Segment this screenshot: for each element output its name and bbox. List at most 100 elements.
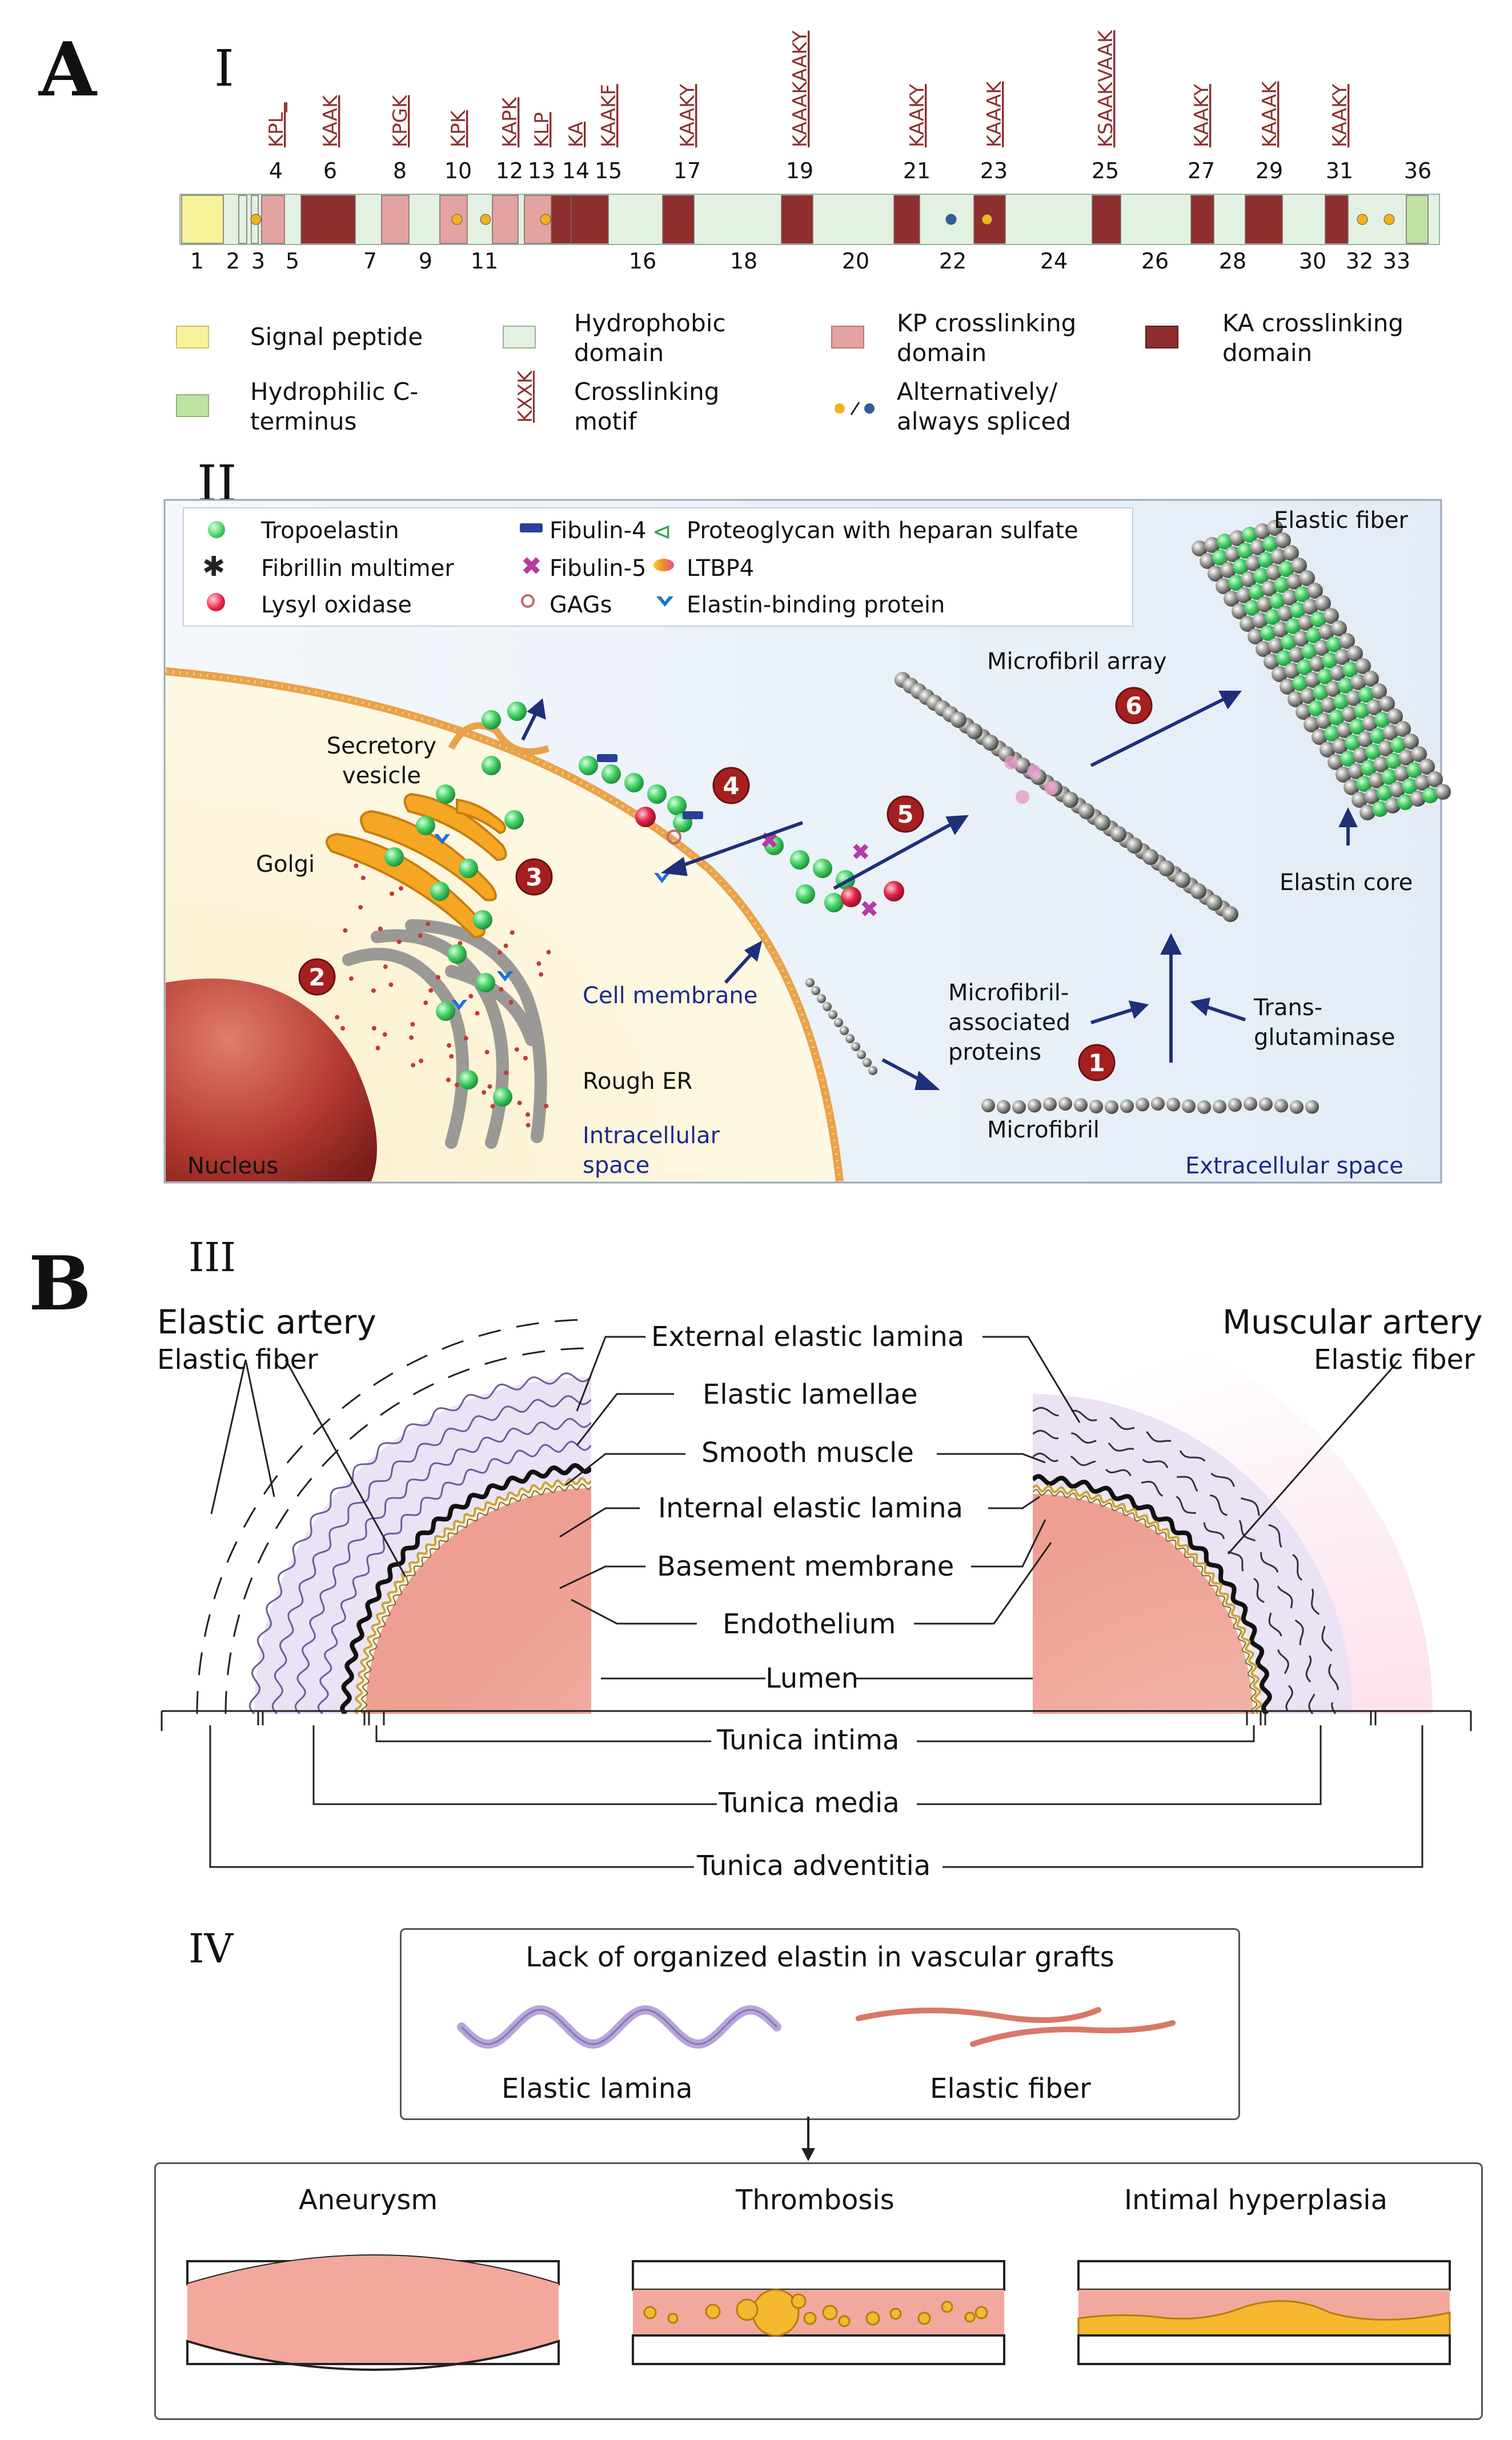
- label-muscular-artery: Muscular artery: [1222, 1303, 1483, 1341]
- ribosome-dot: [435, 975, 440, 980]
- label-tunica-adventitia: Tunica adventitia: [697, 1850, 931, 1882]
- label-microfibril: Microfibril: [987, 1117, 1100, 1143]
- label-elastic-fiber-left: Elastic fiber: [157, 1344, 318, 1376]
- ribosome-dot: [428, 988, 434, 993]
- fiber-bead: [1337, 722, 1353, 738]
- fiber-bead: [1301, 643, 1317, 659]
- step-circle: [515, 858, 553, 896]
- fiber-bead: [1212, 550, 1228, 566]
- label-secretory-vesicle: Secretory vesicle: [326, 733, 437, 789]
- fiber-bead: [1284, 663, 1300, 679]
- fiber-bead: [1410, 791, 1426, 807]
- fiber-bead: [1314, 640, 1330, 656]
- microfibril-bead: [997, 1100, 1010, 1114]
- exon-block: [261, 195, 285, 244]
- fiber-bead: [1348, 763, 1364, 779]
- ribosome-dot: [468, 993, 474, 999]
- fiber-bead: [1322, 652, 1338, 668]
- exon-block: [1406, 195, 1429, 244]
- microfibril-bead: [834, 1018, 843, 1027]
- elastic-lamella: [317, 1440, 591, 1714]
- exon-number: 18: [730, 249, 757, 274]
- tropoelastin-bead: [416, 816, 435, 835]
- fiber-bead: [1414, 775, 1430, 791]
- microfibril-bead: [1151, 1097, 1165, 1111]
- splice-dot: [250, 214, 262, 225]
- tropoelastin-bead: [667, 796, 687, 815]
- step-circle: [1115, 687, 1153, 724]
- fiber-bead: [1269, 593, 1285, 609]
- microfibril-bead: [805, 978, 815, 987]
- tropoelastin-bead: [459, 1070, 478, 1089]
- label-elastic-lamellae: Elastic lamellae: [703, 1379, 918, 1411]
- fiber-bead: [1273, 622, 1289, 638]
- fiber-bead: [1342, 662, 1358, 678]
- crosslink-motif: KA: [565, 122, 588, 147]
- fiber-bead: [1364, 788, 1380, 804]
- fibulin4-icon: [520, 523, 543, 532]
- crosslink-motif: KPGK: [389, 94, 412, 147]
- elastic-lamella: [271, 1395, 591, 1714]
- splice-dot: [540, 214, 551, 225]
- fiber-bead: [1262, 536, 1278, 552]
- fiber-bead: [1330, 665, 1346, 681]
- fiber-bead: [1347, 646, 1363, 662]
- panel-label-a: A: [39, 26, 97, 113]
- crosslink-motif: KAPK: [499, 97, 522, 147]
- tropoelastin-bead: [796, 884, 815, 904]
- exon-block: [551, 195, 575, 244]
- array-bead: [1126, 838, 1142, 854]
- fiber-bead: [1280, 679, 1296, 695]
- array-bead: [1044, 782, 1058, 795]
- microfibril-bead: [863, 1058, 872, 1067]
- tropoelastin-bead: [476, 973, 495, 992]
- fiber-bead: [1296, 704, 1312, 720]
- fiber-bead: [1422, 787, 1438, 803]
- fiber-bead: [1435, 784, 1451, 800]
- thrombus-particle: [822, 2305, 838, 2321]
- elastic-lamella: [294, 1417, 591, 1714]
- ribosome-dot: [510, 930, 515, 935]
- crosslink-motif: KAAAK: [983, 81, 1006, 147]
- legend-panel-ii: Tropoelastin Fibulin-4 ⊲ Proteoglycan wi…: [183, 507, 1133, 627]
- tropoelastin-bead: [624, 773, 644, 792]
- exon-block: [1092, 195, 1121, 244]
- fiber-bead: [1308, 700, 1324, 716]
- microfibril-bead: [857, 1050, 866, 1059]
- ribosome-dot: [375, 1045, 380, 1051]
- step-circle: [712, 767, 750, 804]
- fiber-bead: [1378, 740, 1394, 756]
- fiber-bead: [1283, 545, 1299, 561]
- step-number: 4: [723, 772, 739, 800]
- ribosome-dot: [423, 1000, 428, 1005]
- ribosome-dot: [360, 875, 366, 880]
- exon-number: 1: [190, 249, 204, 274]
- fiber-bead: [1276, 650, 1292, 666]
- array-bead: [966, 723, 982, 739]
- exon-block: [1245, 195, 1283, 244]
- fiber-bead: [1357, 731, 1373, 747]
- legend-ltbp4: LTBP4: [687, 555, 755, 582]
- step-number: 5: [897, 800, 913, 828]
- ribosome-dot: [371, 1025, 376, 1031]
- nucleus-shape: [166, 978, 377, 1181]
- ribosome-dot: [523, 1056, 528, 1061]
- tropoelastin-bead: [436, 1001, 455, 1021]
- graft-title: Lack of organized elastin in vascular gr…: [526, 1941, 1114, 1973]
- fiber-bead: [1233, 559, 1249, 575]
- fiber-bead: [1288, 691, 1304, 707]
- microfibril-bead: [1228, 1098, 1242, 1112]
- splice-dot: [451, 214, 463, 225]
- microfibril-bead: [1166, 1097, 1180, 1112]
- outcomes-box: Aneurysm Thrombosis Intimal hyperplasia: [154, 2162, 1483, 2420]
- label-microfibril-array: Microfibril array: [987, 648, 1167, 675]
- label-tunica-media: Tunica media: [719, 1787, 900, 1819]
- fiber-bead: [1237, 543, 1253, 559]
- tropoelastin-bead: [813, 859, 832, 878]
- exon-block: [492, 195, 519, 244]
- fiber-bead: [1372, 801, 1388, 817]
- fiber-bead: [1298, 615, 1314, 631]
- fiber-bead: [1236, 587, 1252, 603]
- exon-number: 36: [1404, 158, 1431, 183]
- exon-number: 30: [1299, 249, 1326, 274]
